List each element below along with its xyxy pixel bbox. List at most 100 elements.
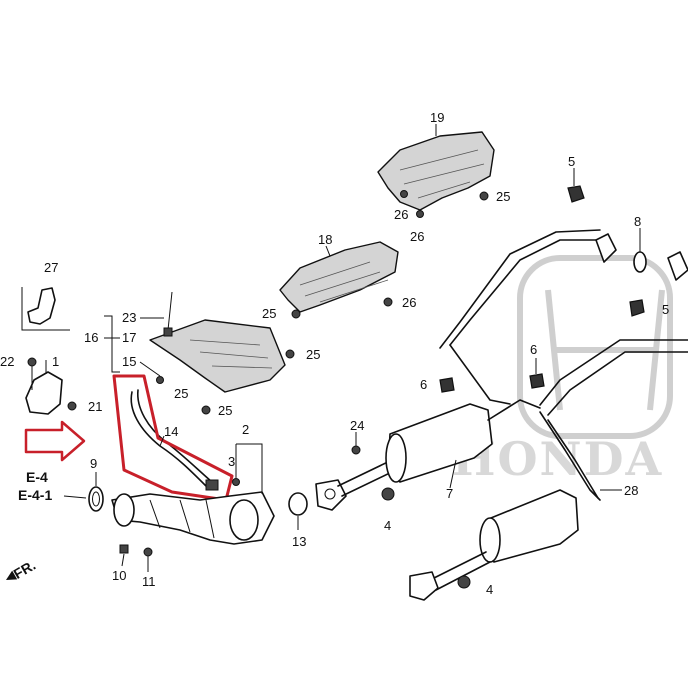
part-19-shape — [377, 131, 495, 211]
stud-23 — [167, 291, 173, 331]
part-13-gasket — [288, 492, 308, 516]
part-28-pipe-drop-a — [539, 411, 601, 501]
part-4-rubber-b — [457, 575, 471, 589]
part-28-pipe-right-b — [547, 351, 688, 416]
part-4-rubber-a — [381, 487, 395, 501]
bolt-26-b — [416, 210, 424, 218]
part-28-pipe-top-a — [449, 239, 601, 346]
callout-21: 21 — [88, 399, 102, 414]
part-28-tail-flange — [409, 571, 439, 601]
callout-25-right: 25 — [496, 189, 510, 204]
callout-26-c: 26 — [402, 295, 416, 310]
callout-19: 19 — [430, 110, 444, 125]
bolt-11 — [143, 547, 153, 557]
part-14-o2-sensor — [130, 389, 219, 491]
bolt-22 — [27, 357, 37, 367]
part-7-center-pipe — [337, 399, 541, 501]
part-28-muffler-end — [479, 517, 501, 563]
part-28-pipe-mid-a — [449, 344, 511, 405]
callout-24: 24 — [350, 418, 364, 433]
rear-flange-a — [595, 233, 617, 263]
leader-7 — [449, 459, 457, 489]
part-18-heat-shield — [279, 241, 399, 319]
callout-23: 23 — [122, 310, 136, 325]
part-5-hanger-a — [567, 185, 585, 203]
callout-2: 2 — [242, 422, 249, 437]
callout-11: 11 — [142, 574, 156, 589]
part-27-frame — [21, 287, 70, 331]
leader-10 — [121, 553, 125, 567]
nut-25-a — [156, 376, 164, 384]
part-2-leader — [236, 443, 263, 494]
callout-7: 7 — [446, 486, 453, 501]
part-7-pipe-b — [341, 469, 397, 497]
callout-22: 22 — [0, 354, 14, 369]
part-27-shape — [27, 287, 56, 325]
honda-watermark: HONDA — [452, 255, 673, 486]
part-6-rubber-a — [439, 377, 455, 393]
part-8-gasket — [633, 251, 647, 273]
callout-6-left: 6 — [420, 377, 427, 392]
part-9-gasket-hole — [92, 491, 100, 507]
part-2-converter — [111, 443, 275, 557]
section-ref-leader — [63, 495, 87, 499]
callout-3: 3 — [228, 454, 235, 469]
callout-27: 27 — [44, 260, 58, 275]
direction-marker: FR. — [6, 557, 38, 582]
callout-5-top: 5 — [568, 154, 575, 169]
part-6-rubber-b — [529, 373, 545, 389]
part-16-heat-shield — [149, 291, 295, 415]
nut-25-c — [285, 349, 295, 359]
callout-16: 16 — [84, 330, 98, 345]
callout-25-shield18: 25 — [262, 306, 276, 321]
nut-25-d — [291, 309, 301, 319]
bolt-3 — [232, 478, 240, 486]
bolt-26-a — [400, 190, 408, 198]
direction-arrow — [24, 420, 86, 462]
bolt-24 — [351, 445, 361, 455]
part-27-bracket — [21, 287, 70, 331]
part-19-heat-shield — [377, 131, 495, 218]
callout-6-right: 6 — [530, 342, 537, 357]
leader-16-bracket — [104, 315, 120, 373]
part-7-pipe-a — [337, 459, 393, 487]
nut-25-b — [201, 405, 211, 415]
part-24-flange-shape — [315, 479, 347, 511]
bolt-26-c — [383, 297, 393, 307]
part-2-inlet-flange — [113, 493, 135, 527]
honda-logo-frame — [517, 255, 673, 439]
part-2-ribs — [149, 499, 215, 539]
callout-9: 9 — [90, 456, 97, 471]
highlight-box — [112, 374, 234, 502]
callout-26-b: 26 — [410, 229, 424, 244]
callout-15: 15 — [122, 354, 136, 369]
leader-lines — [95, 124, 641, 572]
callout-14: 14 — [164, 424, 178, 439]
part-18-shape — [279, 241, 399, 313]
part-1-shape — [25, 371, 63, 415]
part-24-flange-hole — [324, 488, 336, 500]
section-ref-e4: E-4 — [26, 469, 48, 485]
bolt-21 — [67, 401, 77, 411]
callout-10: 10 — [112, 568, 126, 583]
part-24-flange — [315, 445, 361, 511]
callout-26-a: 26 — [394, 207, 408, 222]
callout-labels: 19 5 8 25 26 26 18 27 23 16 17 15 25 26 … — [0, 110, 669, 597]
part-1-hanger — [25, 357, 77, 415]
callout-13: 13 — [292, 534, 306, 549]
part-28-pipe-drop-b — [547, 419, 599, 499]
callout-25-bottom: 25 — [218, 403, 232, 418]
callout-18: 18 — [318, 232, 332, 247]
callout-28: 28 — [624, 483, 638, 498]
part-28-tail-a — [429, 551, 487, 581]
leader-14 — [159, 435, 165, 447]
part-16-hatch — [189, 339, 273, 369]
part-14-wire — [130, 391, 207, 487]
part-14-sensor-tip — [205, 479, 219, 491]
leader-18 — [325, 245, 331, 257]
part-9-gasket — [88, 486, 104, 512]
nut-23 — [163, 327, 173, 337]
part-28-pipe-right-a — [539, 339, 688, 406]
callout-17: 17 — [122, 330, 136, 345]
